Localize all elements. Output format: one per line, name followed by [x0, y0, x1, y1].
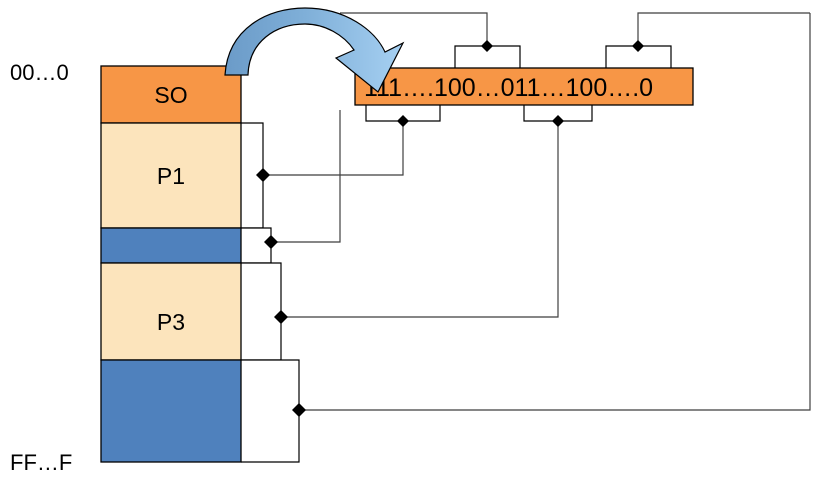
memory-block-label: SO — [154, 82, 187, 108]
bitstring-bracket-bottom-1 — [365, 105, 441, 127]
junction-diamond — [632, 40, 644, 52]
memory-block-2[interactable] — [100, 227, 242, 264]
memory-block-p3[interactable]: P3 — [100, 262, 242, 361]
memory-block-label: P1 — [157, 163, 185, 189]
wire-p3 — [281, 121, 559, 318]
junction-diamond — [397, 115, 409, 127]
wire-p1 — [263, 121, 404, 176]
bitstring-text: 111….100…011…100….0 — [364, 74, 653, 102]
curved-arrow-shape — [224, 7, 405, 93]
junction-diamond-block4 — [292, 403, 306, 417]
bitstring-bracket-top-1 — [454, 40, 521, 68]
bitstring-bracket-bottom-2 — [523, 105, 593, 127]
address-label-top: 00…0 — [10, 60, 69, 85]
wire-block4 — [299, 13, 811, 411]
bitstring-bracket-top-2 — [605, 40, 672, 68]
junction-diamond-p3 — [274, 310, 288, 324]
memory-block-label: P3 — [157, 309, 185, 335]
memory-block-4[interactable] — [100, 359, 242, 463]
junction-diamond-p1 — [256, 168, 270, 182]
junction-diamond-block2 — [264, 235, 278, 249]
rail-top-left — [340, 12, 488, 46]
address-label-bottom: FF…F — [10, 450, 72, 475]
wire-block2 — [271, 110, 341, 243]
memory-block-p1[interactable]: P1 — [100, 122, 242, 229]
rail-top-right — [637, 12, 810, 46]
junction-diamond — [552, 115, 564, 127]
junction-diamond — [481, 40, 493, 52]
